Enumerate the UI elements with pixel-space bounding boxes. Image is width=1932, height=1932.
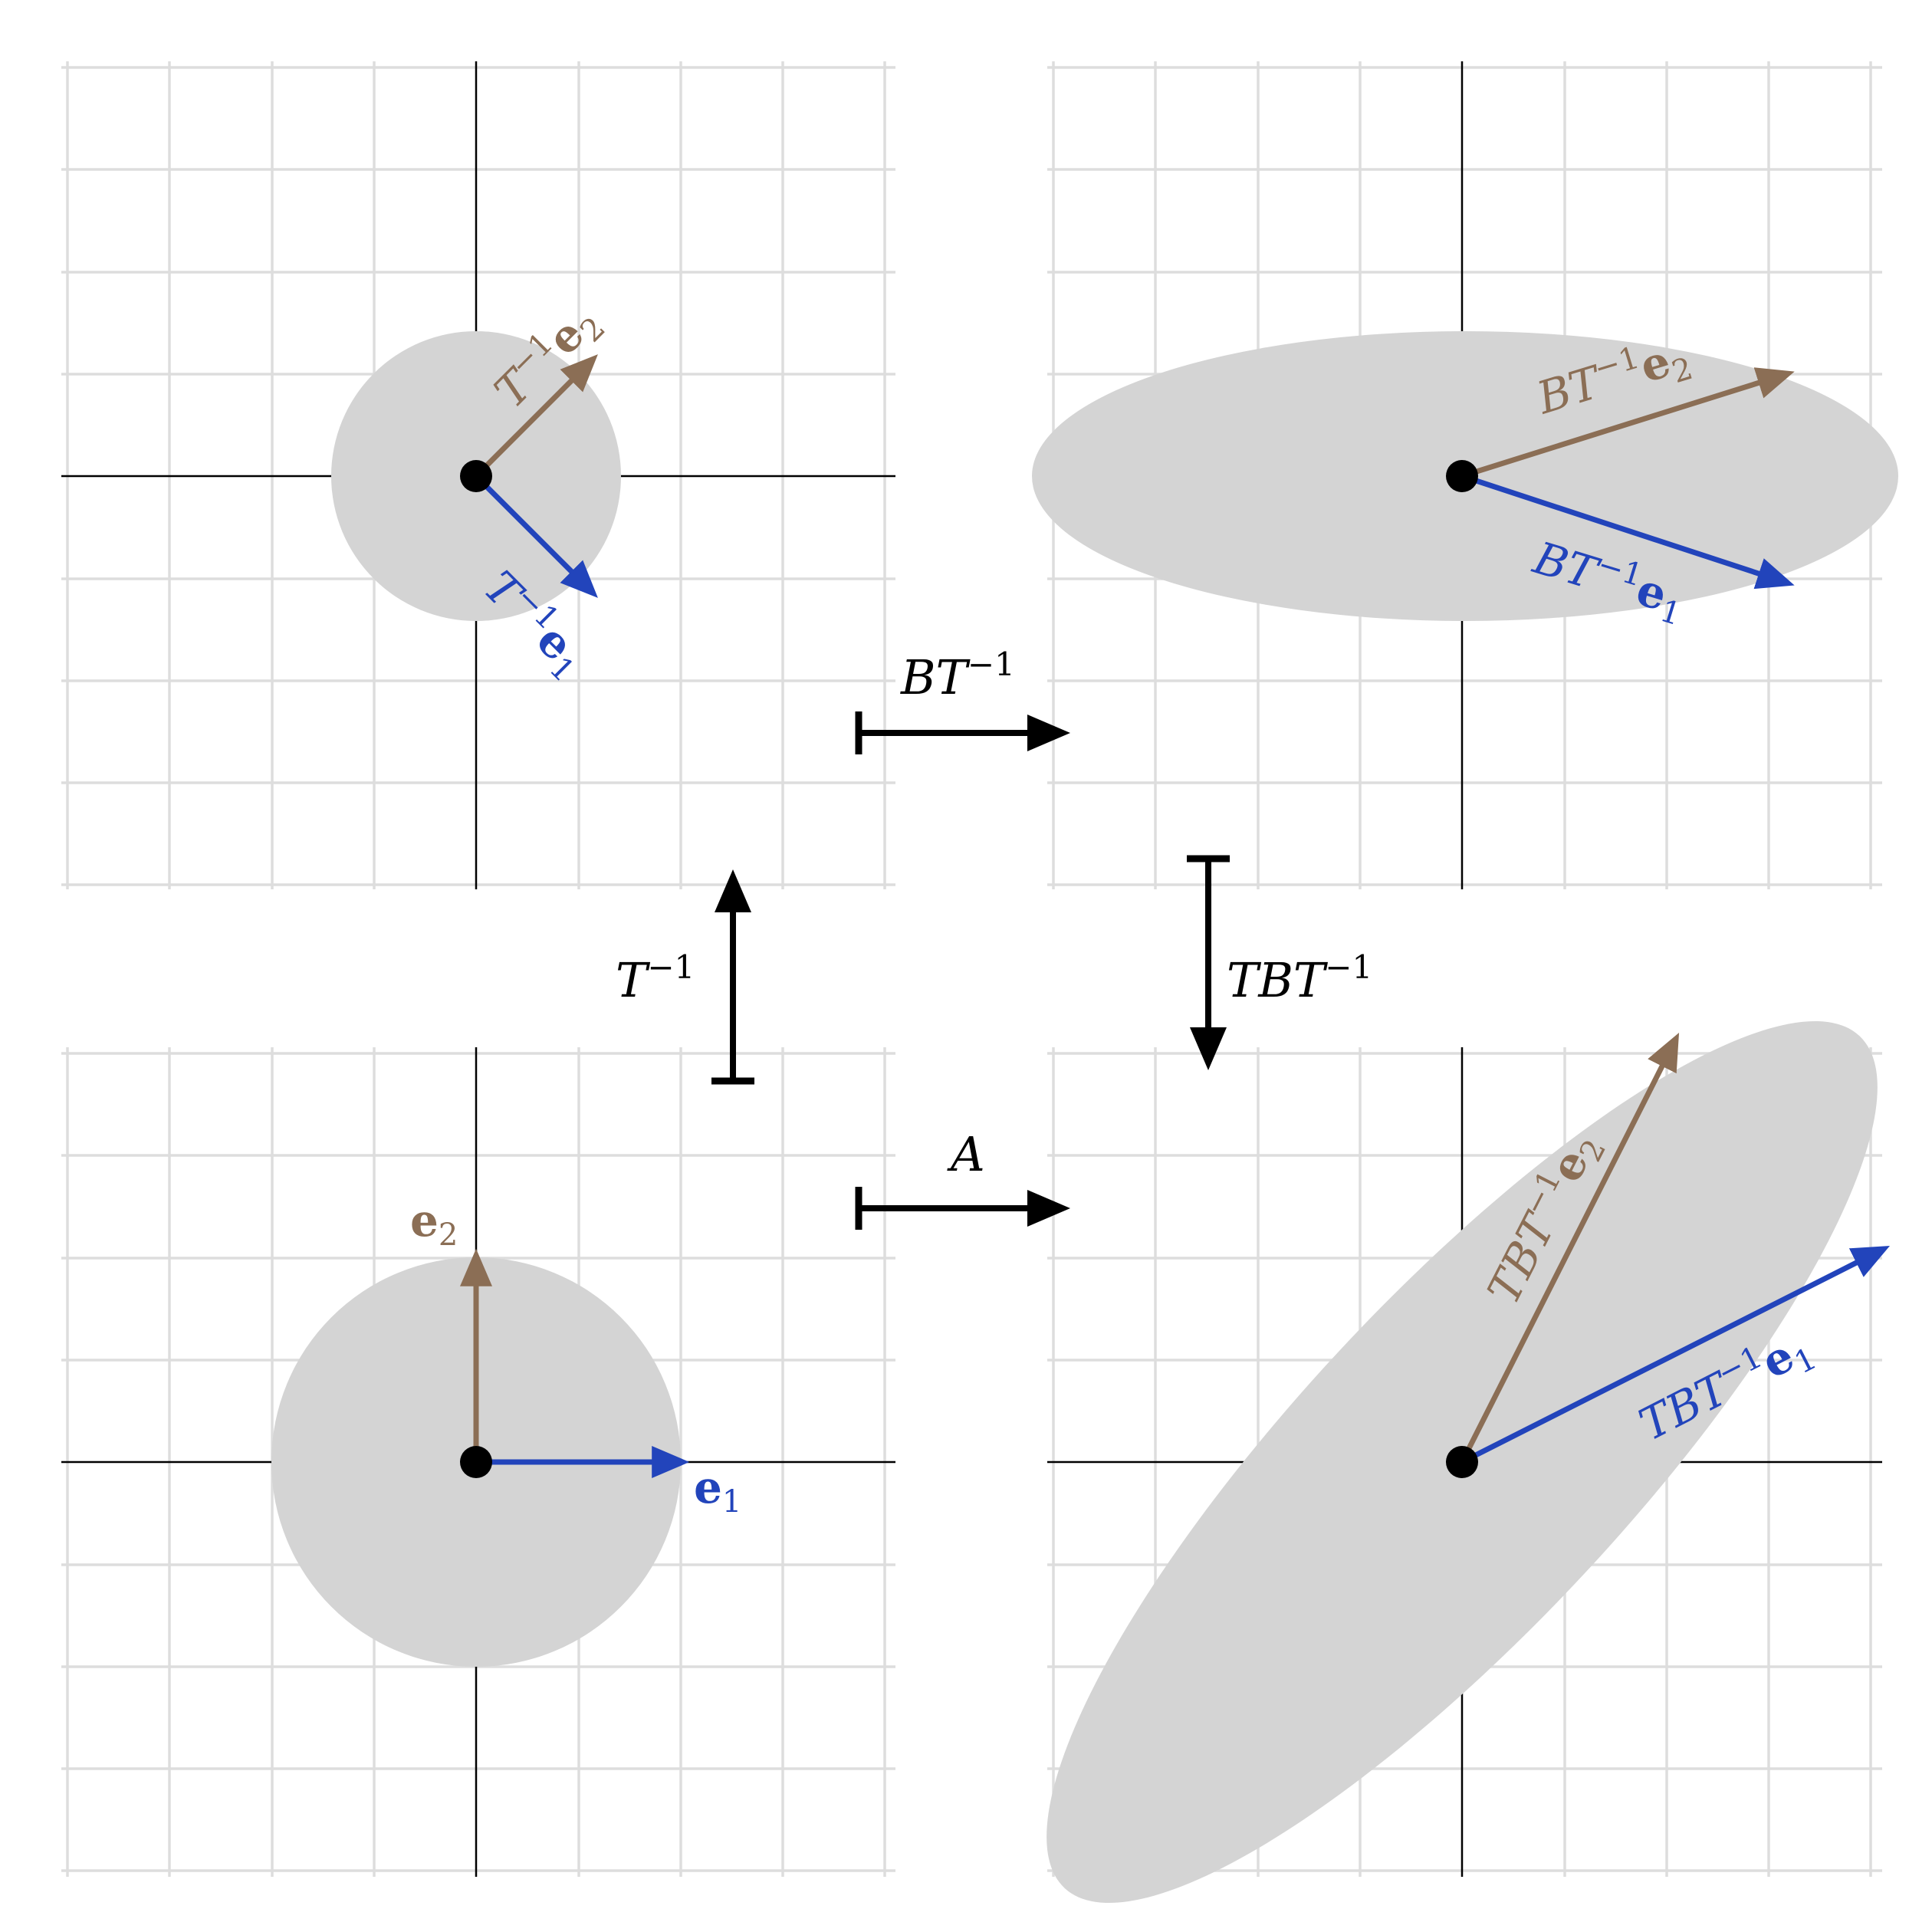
origin-dot: [1446, 1446, 1478, 1478]
vector-e1-arrow: [1460, 473, 1795, 590]
origin-dot: [460, 460, 492, 492]
vector-e2-arrow: [474, 354, 598, 478]
vector-e2-arrow: [1460, 367, 1795, 479]
panel-bottom-left: e2 e1: [61, 1047, 895, 1877]
vector-e2-label: e2: [410, 1194, 458, 1253]
map-label: TBT−1: [1227, 948, 1372, 1008]
vector-e1-arrow: [474, 474, 598, 598]
transformed-unit-disk: [1046, 1020, 1878, 1904]
vector-e2-label: BT−1e2: [1530, 326, 1697, 430]
panel-bottom-right: TBT−1e2 TBT−1e1: [1046, 1020, 1890, 1904]
map-arrow-bottom: A: [855, 1126, 1070, 1230]
vector-e1-label: e1: [694, 1461, 741, 1520]
panel-top-right: BT−1e2 BT−1e1: [1032, 61, 1898, 889]
panel-top-left: T−1e2 T−1e1: [61, 61, 895, 889]
map-arrow-right: TBT−1: [1187, 855, 1372, 1070]
map-arrow-top: BT−1: [855, 646, 1070, 754]
origin-dot: [460, 1446, 492, 1478]
map-label: A: [947, 1126, 985, 1182]
origin-dot: [1446, 460, 1478, 492]
map-arrow-left: T−1: [616, 869, 754, 1085]
map-label: T−1: [616, 948, 695, 1008]
vector-e1-arrow: [1460, 1245, 1890, 1465]
vector-e2-arrow: [1459, 1033, 1680, 1464]
map-label: BT−1: [900, 646, 1015, 705]
